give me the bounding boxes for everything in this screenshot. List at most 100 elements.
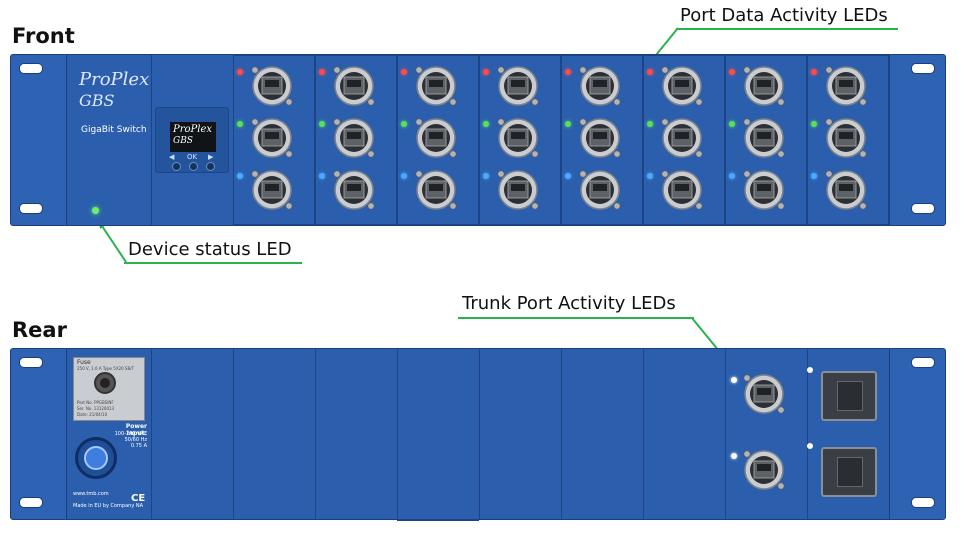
ethernet-port[interactable]: [493, 63, 543, 109]
right-button[interactable]: [206, 162, 215, 171]
port-activity-led: [647, 69, 653, 75]
divider: [151, 349, 152, 519]
left-button[interactable]: [172, 162, 181, 171]
ethernet-port[interactable]: [411, 167, 461, 213]
port-module: [561, 55, 643, 225]
power-current: 0.75 A: [130, 443, 147, 449]
product-name: GigaBit Switch: [81, 125, 147, 135]
ethernet-port[interactable]: [657, 115, 707, 161]
device-status-led: [92, 207, 99, 214]
ethernet-port[interactable]: [657, 167, 707, 213]
ok-button[interactable]: [189, 162, 198, 171]
port-activity-led: [565, 69, 571, 75]
device-status-led-underline: [124, 262, 302, 264]
divider: [151, 55, 152, 225]
power-input-title: Power Input:: [125, 423, 147, 437]
port-activity-led: [811, 69, 817, 75]
ethernet-port[interactable]: [739, 371, 789, 417]
fiber-port-top[interactable]: [821, 371, 877, 421]
trunk-activity-led: [731, 453, 737, 459]
ethernet-port[interactable]: [821, 115, 871, 161]
ethernet-port[interactable]: [247, 63, 297, 109]
fuse-spec: 250 V, 1.0 A Type 5X20 SB/T: [77, 366, 135, 371]
divider: [315, 349, 316, 519]
display-ok-label: OK: [187, 153, 198, 161]
port-activity-led: [729, 173, 735, 179]
rack-slot: [911, 203, 935, 214]
ethernet-port[interactable]: [575, 63, 625, 109]
ethernet-port[interactable]: [739, 447, 789, 493]
ethernet-port[interactable]: [493, 115, 543, 161]
display-line1: ProPlex: [173, 124, 213, 135]
rear-right-rack-ear: [888, 348, 946, 520]
divider: [807, 349, 808, 519]
divider: [233, 349, 234, 519]
part-number: Part No. PPGBSINF: [77, 400, 114, 405]
ethernet-port[interactable]: [739, 63, 789, 109]
right-arrow-icon: ▶: [208, 153, 214, 161]
divider: [561, 349, 562, 519]
ethernet-port[interactable]: [329, 167, 379, 213]
ethernet-port[interactable]: [821, 167, 871, 213]
fiber-led: [807, 443, 813, 449]
display-line2: GBS: [173, 136, 193, 146]
ethernet-port[interactable]: [247, 167, 297, 213]
port-activity-led: [319, 121, 325, 127]
port-module: [725, 55, 807, 225]
port-activity-led: [647, 121, 653, 127]
ethernet-port[interactable]: [247, 115, 297, 161]
port-activity-led: [401, 121, 407, 127]
rack-slot: [19, 203, 43, 214]
front-title: Front: [12, 24, 75, 48]
port-module: [315, 55, 397, 225]
ethernet-port[interactable]: [575, 115, 625, 161]
port-module: [397, 55, 479, 225]
fuse-label-plate: Fuse 250 V, 1.0 A Type 5X20 SB/T Part No…: [73, 357, 145, 421]
port-activity-led: [319, 69, 325, 75]
fuse-holder[interactable]: [94, 372, 116, 394]
rack-slot: [19, 63, 43, 74]
ethernet-port[interactable]: [657, 63, 707, 109]
rack-slot: [911, 357, 935, 368]
port-activity-led: [483, 69, 489, 75]
divider: [479, 349, 480, 519]
display-module: ProPlex GBS ◀ OK ▶: [155, 107, 229, 173]
ce-mark: CE: [131, 493, 146, 504]
date: Date: 21/04/10: [77, 412, 108, 417]
trunk-port-leds-label: Trunk Port Activity LEDs: [462, 293, 676, 314]
serial-number: Ser. No. 13120013: [77, 406, 115, 411]
rear-title: Rear: [12, 318, 67, 342]
port-activity-led: [401, 69, 407, 75]
port-activity-led: [811, 173, 817, 179]
front-left-rack-ear: [10, 54, 68, 226]
port-module: [807, 55, 889, 225]
port-module: [233, 55, 315, 225]
blank-module: [397, 349, 479, 521]
rack-slot: [911, 63, 935, 74]
ethernet-port[interactable]: [329, 63, 379, 109]
port-modules: [233, 55, 891, 225]
ethernet-port[interactable]: [739, 167, 789, 213]
ethernet-port[interactable]: [329, 115, 379, 161]
rack-slot: [19, 497, 43, 508]
port-activity-led: [319, 173, 325, 179]
front-panel: ProPlex GBS GigaBit Switch ProPlex GBS ◀…: [66, 54, 890, 226]
ethernet-port[interactable]: [411, 63, 461, 109]
port-activity-led: [401, 173, 407, 179]
fiber-led: [807, 367, 813, 373]
port-activity-led: [483, 173, 489, 179]
ethernet-port[interactable]: [493, 167, 543, 213]
trunk-activity-led: [731, 377, 737, 383]
port-data-leds-label: Port Data Activity LEDs: [680, 5, 888, 26]
power-connector[interactable]: [75, 437, 117, 479]
port-module: [643, 55, 725, 225]
ethernet-port[interactable]: [821, 63, 871, 109]
port-activity-led: [647, 173, 653, 179]
fiber-port-bottom[interactable]: [821, 447, 877, 497]
port-activity-led: [565, 173, 571, 179]
port-activity-led: [237, 69, 243, 75]
rear-panel: Fuse 250 V, 1.0 A Type 5X20 SB/T Part No…: [66, 348, 890, 521]
ethernet-port[interactable]: [575, 167, 625, 213]
ethernet-port[interactable]: [739, 115, 789, 161]
ethernet-port[interactable]: [411, 115, 461, 161]
